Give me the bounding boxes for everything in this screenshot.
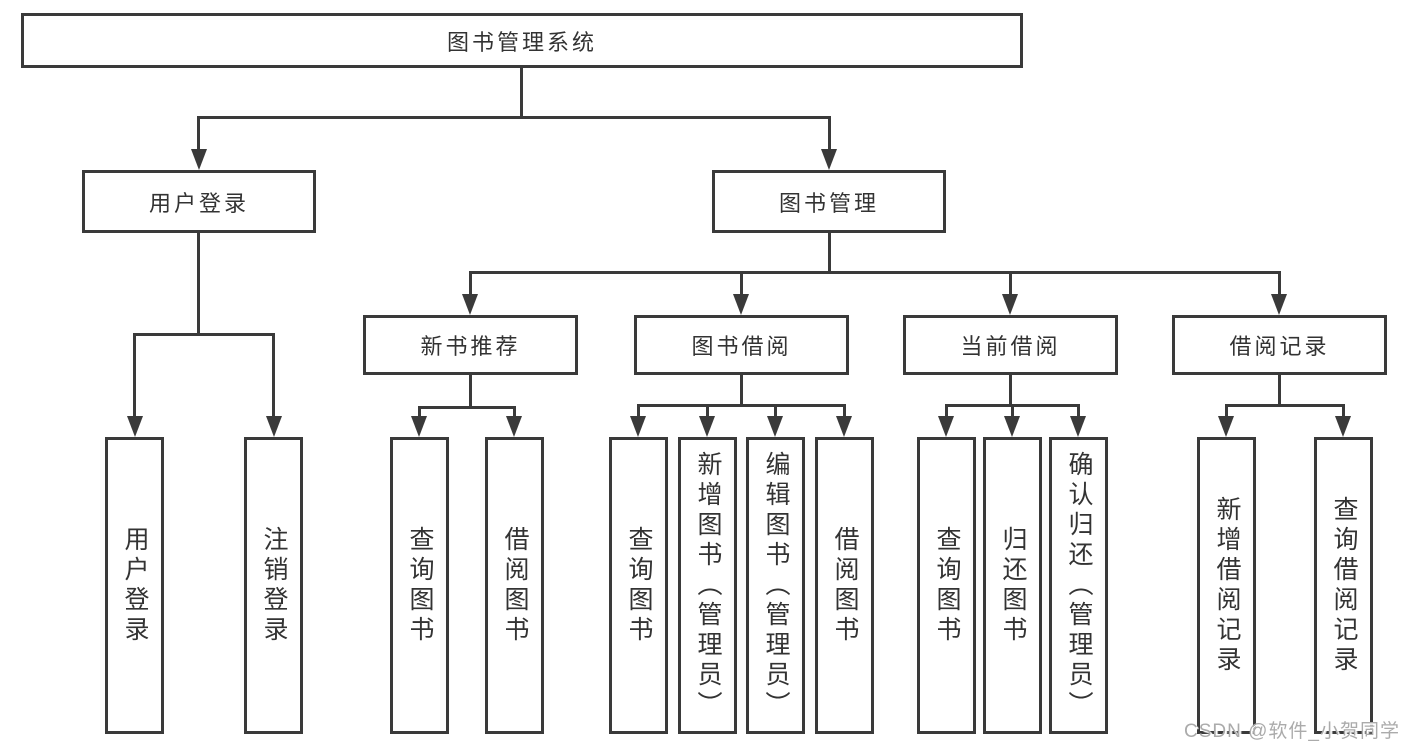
leaf-logout: 注销登录: [244, 437, 303, 734]
node-label: 查询图书: [406, 525, 434, 646]
node-label: 用户登录: [121, 525, 149, 646]
connector-line: [828, 116, 831, 150]
connector-line: [1278, 271, 1281, 296]
arrowhead-down-icon: [1335, 416, 1351, 437]
arrowhead-down-icon: [191, 149, 207, 170]
arrowhead-down-icon: [821, 149, 837, 170]
arrowhead-down-icon: [699, 416, 715, 437]
node-library-management-system: 图书管理系统: [21, 13, 1023, 68]
connector-line: [706, 404, 709, 418]
leaf-edit-book-admin: 编辑图书（管理员）: [746, 437, 805, 734]
connector-line: [945, 404, 948, 418]
node-label: 图书借阅: [691, 334, 792, 359]
connector-line: [740, 375, 743, 406]
connector-line: [197, 116, 200, 150]
connector-line: [1011, 404, 1014, 418]
connector-line: [197, 233, 200, 335]
node-label: 当前借阅: [960, 334, 1061, 359]
node-label: 编辑图书（管理员）: [762, 450, 790, 721]
arrowhead-down-icon: [767, 416, 783, 437]
leaf-query-borrow-record: 查询借阅记录: [1314, 437, 1373, 734]
arrowhead-down-icon: [630, 416, 646, 437]
node-label: 图书管理系统: [446, 29, 597, 55]
connector-line: [637, 404, 846, 407]
leaf-query-books-recommend: 查询图书: [390, 437, 449, 734]
connector-line: [418, 406, 516, 409]
node-label: 图书管理: [778, 190, 879, 216]
node-label: 注销登录: [260, 525, 288, 646]
node-book-borrowing: 图书借阅: [634, 315, 849, 375]
arrowhead-down-icon: [127, 416, 143, 437]
node-label: 归还图书: [999, 525, 1027, 646]
connector-line: [1009, 375, 1012, 406]
connector-line: [1077, 404, 1080, 418]
connector-line: [418, 406, 421, 420]
leaf-return-book: 归还图书: [983, 437, 1042, 734]
leaf-borrow-books-recommend: 借阅图书: [485, 437, 544, 734]
node-label: 新增借阅记录: [1213, 495, 1241, 676]
connector-line: [197, 116, 831, 119]
leaf-user-login: 用户登录: [105, 437, 164, 734]
node-new-book-recommendation: 新书推荐: [363, 315, 578, 375]
connector-line: [513, 406, 516, 420]
leaf-query-books-current: 查询图书: [917, 437, 976, 734]
arrowhead-down-icon: [411, 416, 427, 437]
arrowhead-down-icon: [462, 294, 478, 315]
connector-line: [469, 271, 472, 296]
node-label: 借阅图书: [831, 525, 859, 646]
connector-line: [520, 67, 523, 118]
leaf-borrow-books: 借阅图书: [815, 437, 874, 734]
connector-line: [740, 271, 743, 296]
connector-line: [1342, 404, 1345, 418]
node-user-login: 用户登录: [82, 170, 316, 233]
leaf-confirm-return-admin: 确认归还（管理员）: [1049, 437, 1108, 734]
arrowhead-down-icon: [1271, 294, 1287, 315]
node-label: 查询图书: [625, 525, 653, 646]
connector-line: [1278, 375, 1281, 406]
connector-line: [1009, 271, 1012, 296]
node-label: 借阅图书: [501, 525, 529, 646]
leaf-query-books-borrow: 查询图书: [609, 437, 668, 734]
arrowhead-down-icon: [1004, 416, 1020, 437]
connector-line: [774, 404, 777, 418]
node-label: 查询借阅记录: [1330, 495, 1358, 676]
connector-line: [1225, 404, 1228, 418]
arrowhead-down-icon: [266, 416, 282, 437]
connector-line: [469, 375, 472, 408]
connector-line: [133, 333, 136, 419]
arrowhead-down-icon: [1070, 416, 1086, 437]
connector-line: [133, 333, 275, 336]
node-label: 新增图书（管理员）: [694, 450, 722, 721]
arrowhead-down-icon: [836, 416, 852, 437]
arrowhead-down-icon: [1218, 416, 1234, 437]
arrowhead-down-icon: [1002, 294, 1018, 315]
connector-line: [469, 271, 1281, 274]
node-label: 确认归还（管理员）: [1065, 450, 1093, 721]
node-book-management: 图书管理: [712, 170, 946, 233]
node-label: 查询图书: [933, 525, 961, 646]
connector-line: [828, 233, 831, 273]
connector-line: [272, 333, 275, 419]
arrowhead-down-icon: [506, 416, 522, 437]
node-label: 用户登录: [148, 190, 249, 216]
node-label: 借阅记录: [1229, 334, 1330, 359]
arrowhead-down-icon: [938, 416, 954, 437]
connector-line: [1225, 404, 1345, 407]
connector-line: [637, 404, 640, 418]
node-borrowing-records: 借阅记录: [1172, 315, 1387, 375]
arrowhead-down-icon: [733, 294, 749, 315]
connector-line: [843, 404, 846, 418]
watermark: CSDN @软件_小贺同学: [1184, 721, 1400, 742]
leaf-add-borrow-record: 新增借阅记录: [1197, 437, 1256, 734]
node-current-borrowing: 当前借阅: [903, 315, 1118, 375]
node-label: 新书推荐: [420, 334, 521, 359]
leaf-add-book-admin: 新增图书（管理员）: [678, 437, 737, 734]
